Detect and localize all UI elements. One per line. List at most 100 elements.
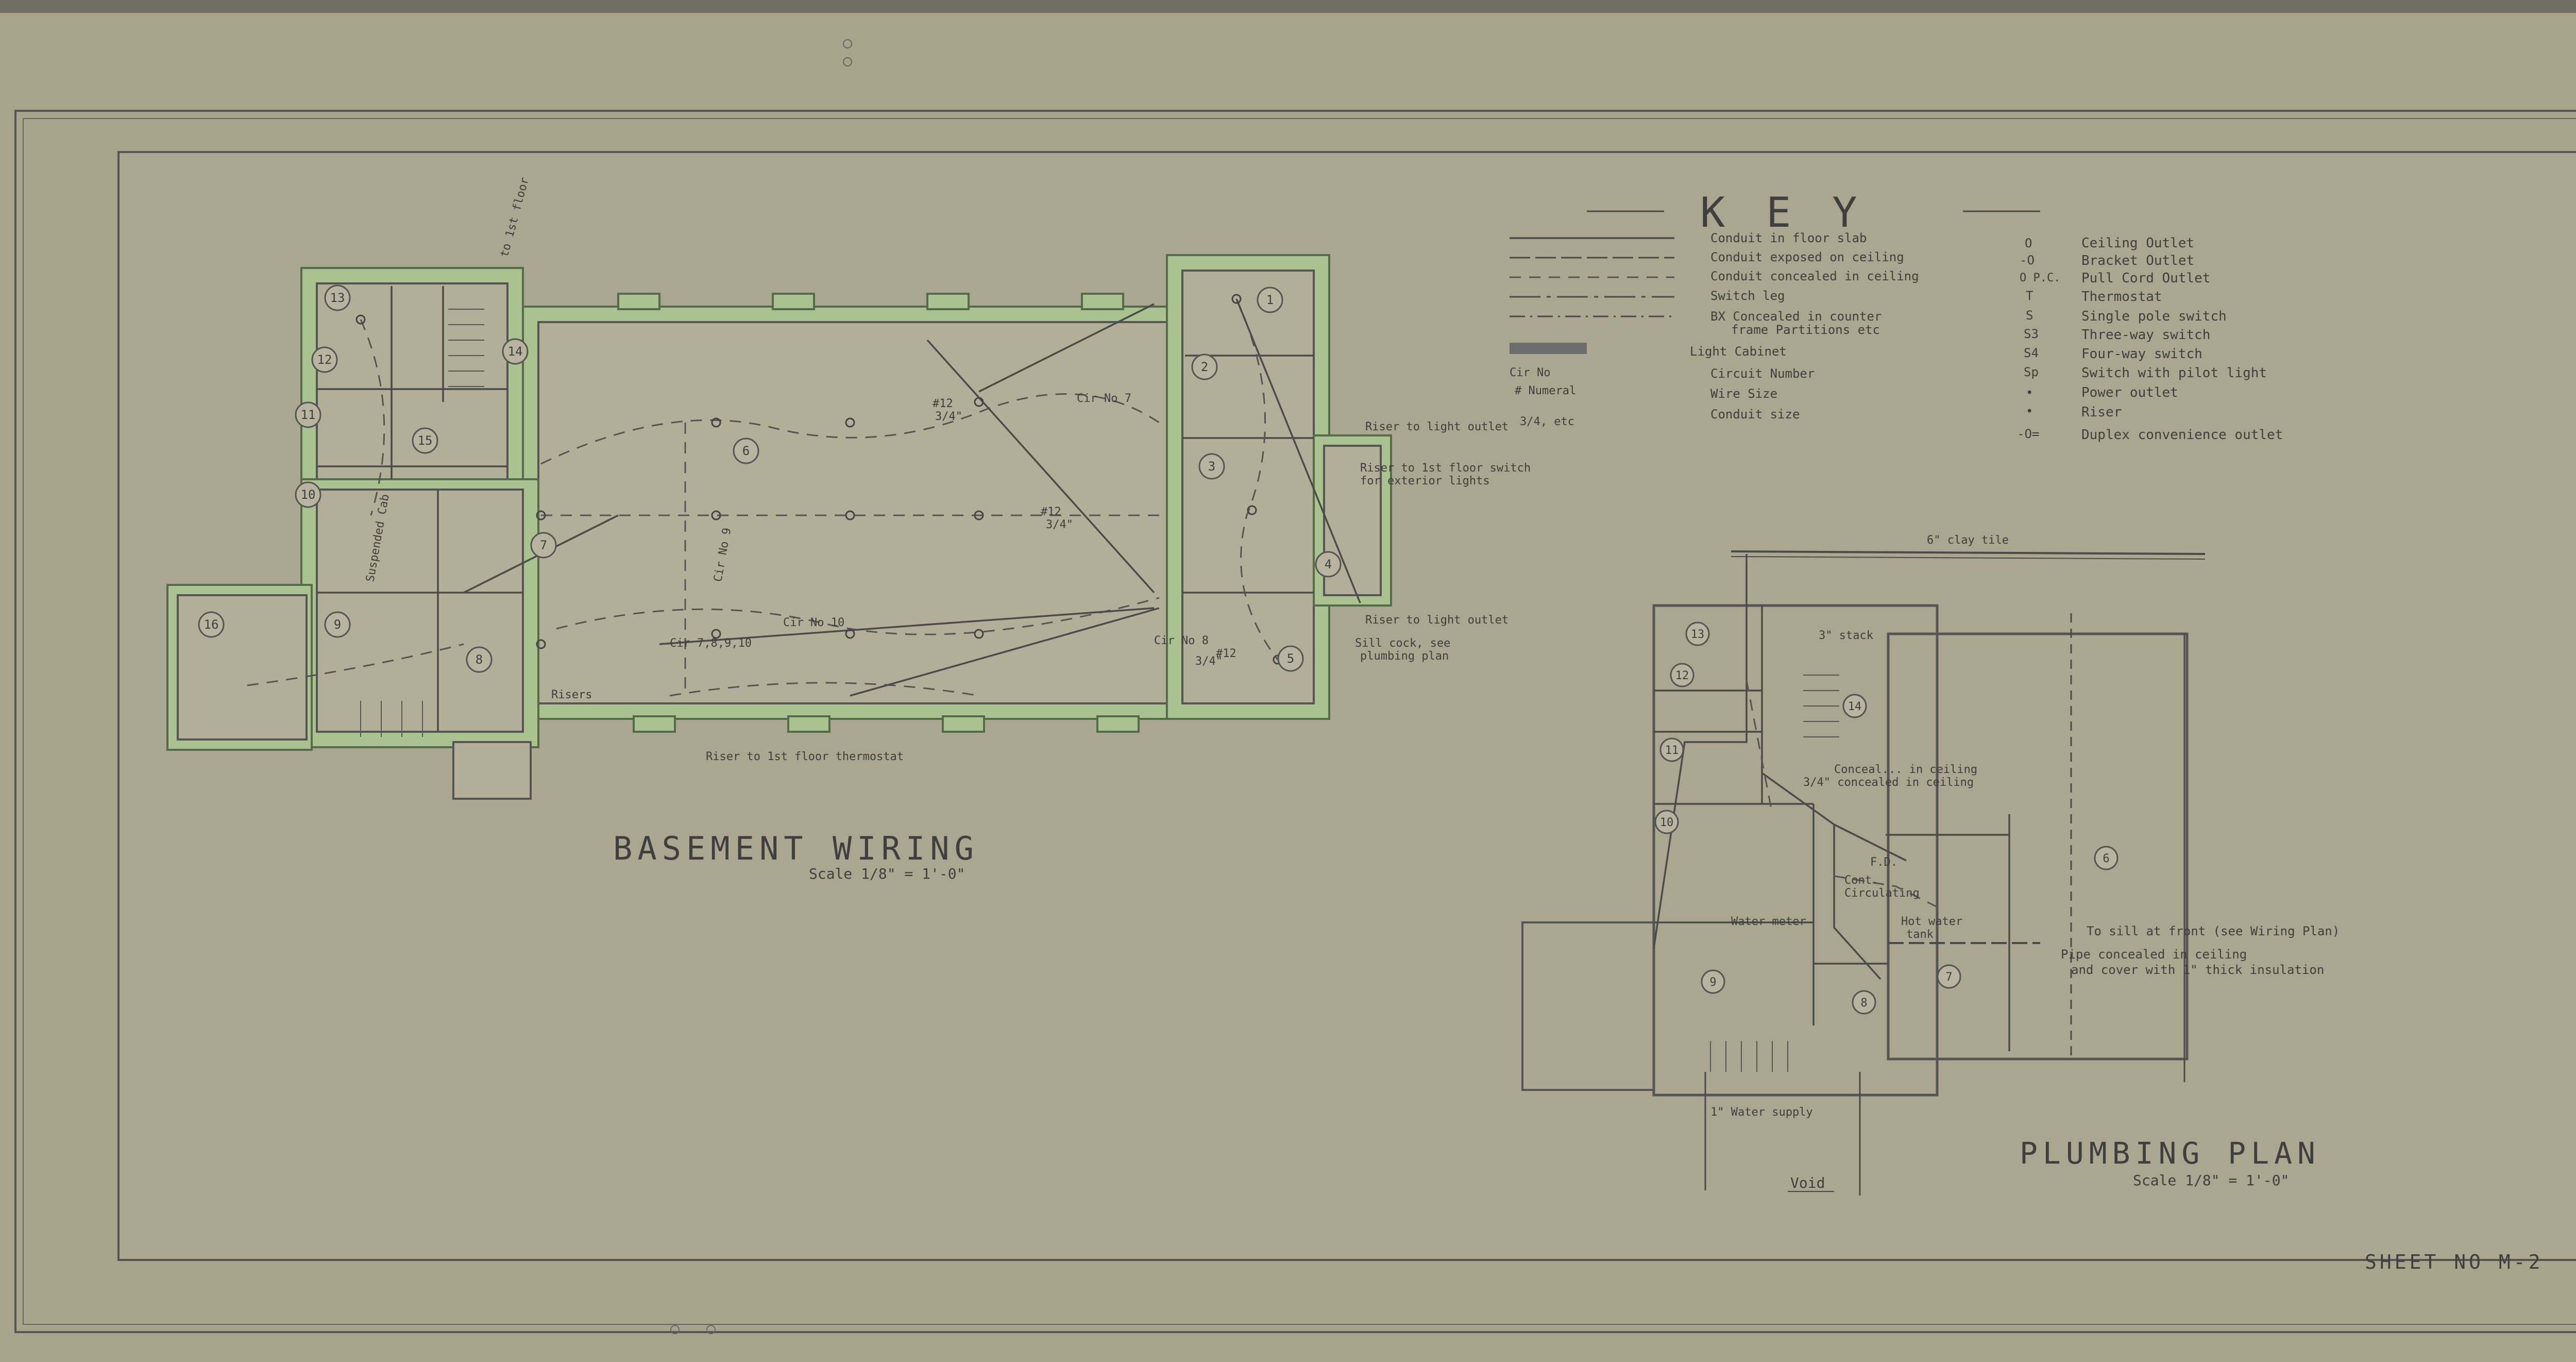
plumbing-scale: Scale 1/8" = 1'-0"	[2133, 1172, 2289, 1189]
key-line-3: Switch leg	[1710, 289, 1785, 303]
key-symbol-5: Three-way switch	[2081, 327, 2210, 343]
sym-code-4: S	[2026, 308, 2033, 323]
ann-risers: Risers	[551, 688, 592, 701]
ann-wire12b: #12	[1041, 506, 1061, 518]
key-symbol-7: Switch with pilot light	[2081, 365, 2267, 381]
ann-hot-water: Hot water	[1901, 915, 1962, 928]
ann-cover-insulation: and cover with 1" thick insulation	[2071, 963, 2324, 977]
ann-circulating: Circulating	[1844, 887, 1920, 900]
sym-code-6: S4	[2024, 346, 2039, 360]
key-code-0: Cir No	[1510, 366, 1550, 379]
ann-water-meter: Water meter	[1731, 915, 1806, 928]
room-12: 12	[317, 352, 332, 367]
plumb-room-7: 7	[1945, 971, 1952, 984]
ann-cir7: Cir No 7	[1077, 392, 1131, 405]
key-line-2: Conduit concealed in ceiling	[1710, 269, 1919, 283]
ann-sill-cock: Sill cock, see	[1355, 637, 1450, 650]
key-line-0: Conduit in floor slab	[1710, 231, 1867, 245]
key-line-8: Wire Size	[1710, 386, 1777, 401]
legend-title: KEY	[1700, 189, 1899, 237]
key-code-1: # Numeral	[1515, 384, 1576, 397]
key-symbol-6: Four-way switch	[2081, 346, 2202, 362]
ann-riser-light: Riser to light outlet	[1365, 421, 1509, 433]
room-7: 7	[540, 538, 547, 552]
key-line-7: Circuit Number	[1710, 366, 1815, 381]
ann-conceal-ceiling: Conceal... in ceiling	[1834, 763, 1977, 776]
room-2: 2	[1201, 360, 1208, 374]
room-16: 16	[204, 617, 219, 632]
room-10: 10	[301, 487, 316, 502]
key-line-1: Conduit exposed on ceiling	[1710, 250, 1904, 264]
key-symbol-2: Pull Cord Outlet	[2081, 271, 2210, 286]
plumb-room-13: 13	[1691, 628, 1705, 641]
basement-wiring-plan: 1 2 3 4 5 6 7 8 9 10 11 12 13 14 15 16 t…	[166, 176, 1531, 882]
ann-void: Void	[1790, 1174, 1825, 1191]
key-symbol-4: Single pole switch	[2081, 309, 2227, 324]
ann-conduit34c: 3/4"	[1195, 655, 1223, 668]
plumb-room-11: 11	[1665, 744, 1679, 757]
key-symbol-3: Thermostat	[2081, 289, 2162, 305]
basement-scale: Scale 1/8" = 1'-0"	[809, 865, 965, 882]
sheet-number: SHEET NO M-2	[2365, 1251, 2544, 1273]
sym-code-2: O P.C.	[2020, 272, 2060, 284]
key-code-2: 3/4, etc	[1520, 415, 1574, 428]
room-9: 9	[334, 617, 341, 632]
basement-title: BASEMENT WIRING	[613, 830, 979, 867]
plumb-room-8: 8	[1860, 997, 1867, 1010]
room-13: 13	[330, 291, 345, 305]
ann-riser-switch2: for exterior lights	[1360, 475, 1490, 487]
plumb-room-6: 6	[2103, 852, 2109, 865]
plumbing-plan: 6 7 8 9 10 11 12 13 14 6" clay tile 3" s…	[1521, 534, 2340, 1196]
ann-concealed-ceiling: 3/4" concealed in ceiling	[1803, 776, 1974, 789]
plumb-room-12: 12	[1675, 669, 1689, 682]
ann-fd: F.D.	[1870, 856, 1897, 869]
key-line-9: Conduit size	[1710, 407, 1800, 422]
ann-riser-thermo: Riser to 1st floor thermostat	[706, 750, 904, 763]
room-5: 5	[1287, 651, 1294, 666]
outer-border	[14, 110, 2576, 1333]
ann-cir-multi: Cir 7,8,9,10	[670, 637, 752, 650]
ann-water-supply: 1" Water supply	[1710, 1106, 1813, 1119]
ann-conduit34a: 3/4"	[935, 410, 962, 423]
ann-tank: tank	[1906, 928, 1934, 941]
ann-cir10: Cir No 10	[783, 616, 844, 629]
room-14: 14	[508, 344, 523, 359]
ann-to-sill: To sill at front (see Wiring Plan)	[2087, 924, 2340, 938]
sym-code-7: Sp	[2024, 365, 2039, 379]
room-15: 15	[418, 433, 433, 448]
ann-wire12a: #12	[933, 397, 953, 410]
ann-sill-cock2: plumbing plan	[1360, 650, 1449, 663]
sym-code-0: O	[2025, 236, 2032, 250]
ann-riser-light2: Riser to light outlet	[1365, 614, 1509, 627]
sym-code-9: •	[2026, 404, 2033, 418]
key-symbol-1: Bracket Outlet	[2081, 253, 2194, 268]
ann-cir8: Cir No 8	[1154, 634, 1209, 647]
room-4: 4	[1325, 557, 1332, 571]
plumb-room-10: 10	[1660, 816, 1674, 829]
plumbing-title: PLUMBING PLAN	[2020, 1136, 2320, 1171]
ann-pipe-concealed: Pipe concealed in ceiling	[2061, 947, 2247, 962]
key-symbol-10: Duplex convenience outlet	[2081, 427, 2283, 443]
sym-code-8: •	[2026, 385, 2033, 400]
ann-clay-tile: 6" clay tile	[1927, 534, 2009, 547]
key-line-4: BX Concealed in counter	[1710, 309, 1882, 324]
room-1: 1	[1266, 293, 1274, 307]
key-symbol-8: Power outlet	[2081, 385, 2178, 400]
room-3: 3	[1208, 459, 1215, 474]
sym-code-5: S3	[2024, 327, 2039, 341]
key-line-5: frame Partitions etc	[1731, 323, 1880, 337]
ann-stack: 3" stack	[1819, 629, 1873, 642]
sym-code-10: -O=	[2017, 427, 2039, 441]
plumb-room-14: 14	[1848, 700, 1862, 713]
legend: KEY Conduit in floor slab Conduit expose…	[1510, 189, 2283, 443]
ann-conduit34b: 3/4"	[1046, 518, 1073, 531]
ann-riser-switch: Riser to 1st floor switch	[1360, 462, 1531, 475]
sym-code-1: -O	[2020, 253, 2035, 267]
room-11: 11	[301, 408, 316, 422]
key-line-6: Light Cabinet	[1690, 344, 1787, 359]
room-6: 6	[742, 444, 750, 458]
key-symbol-0: Ceiling Outlet	[2081, 236, 2194, 251]
key-symbol-9: Riser	[2081, 405, 2122, 420]
